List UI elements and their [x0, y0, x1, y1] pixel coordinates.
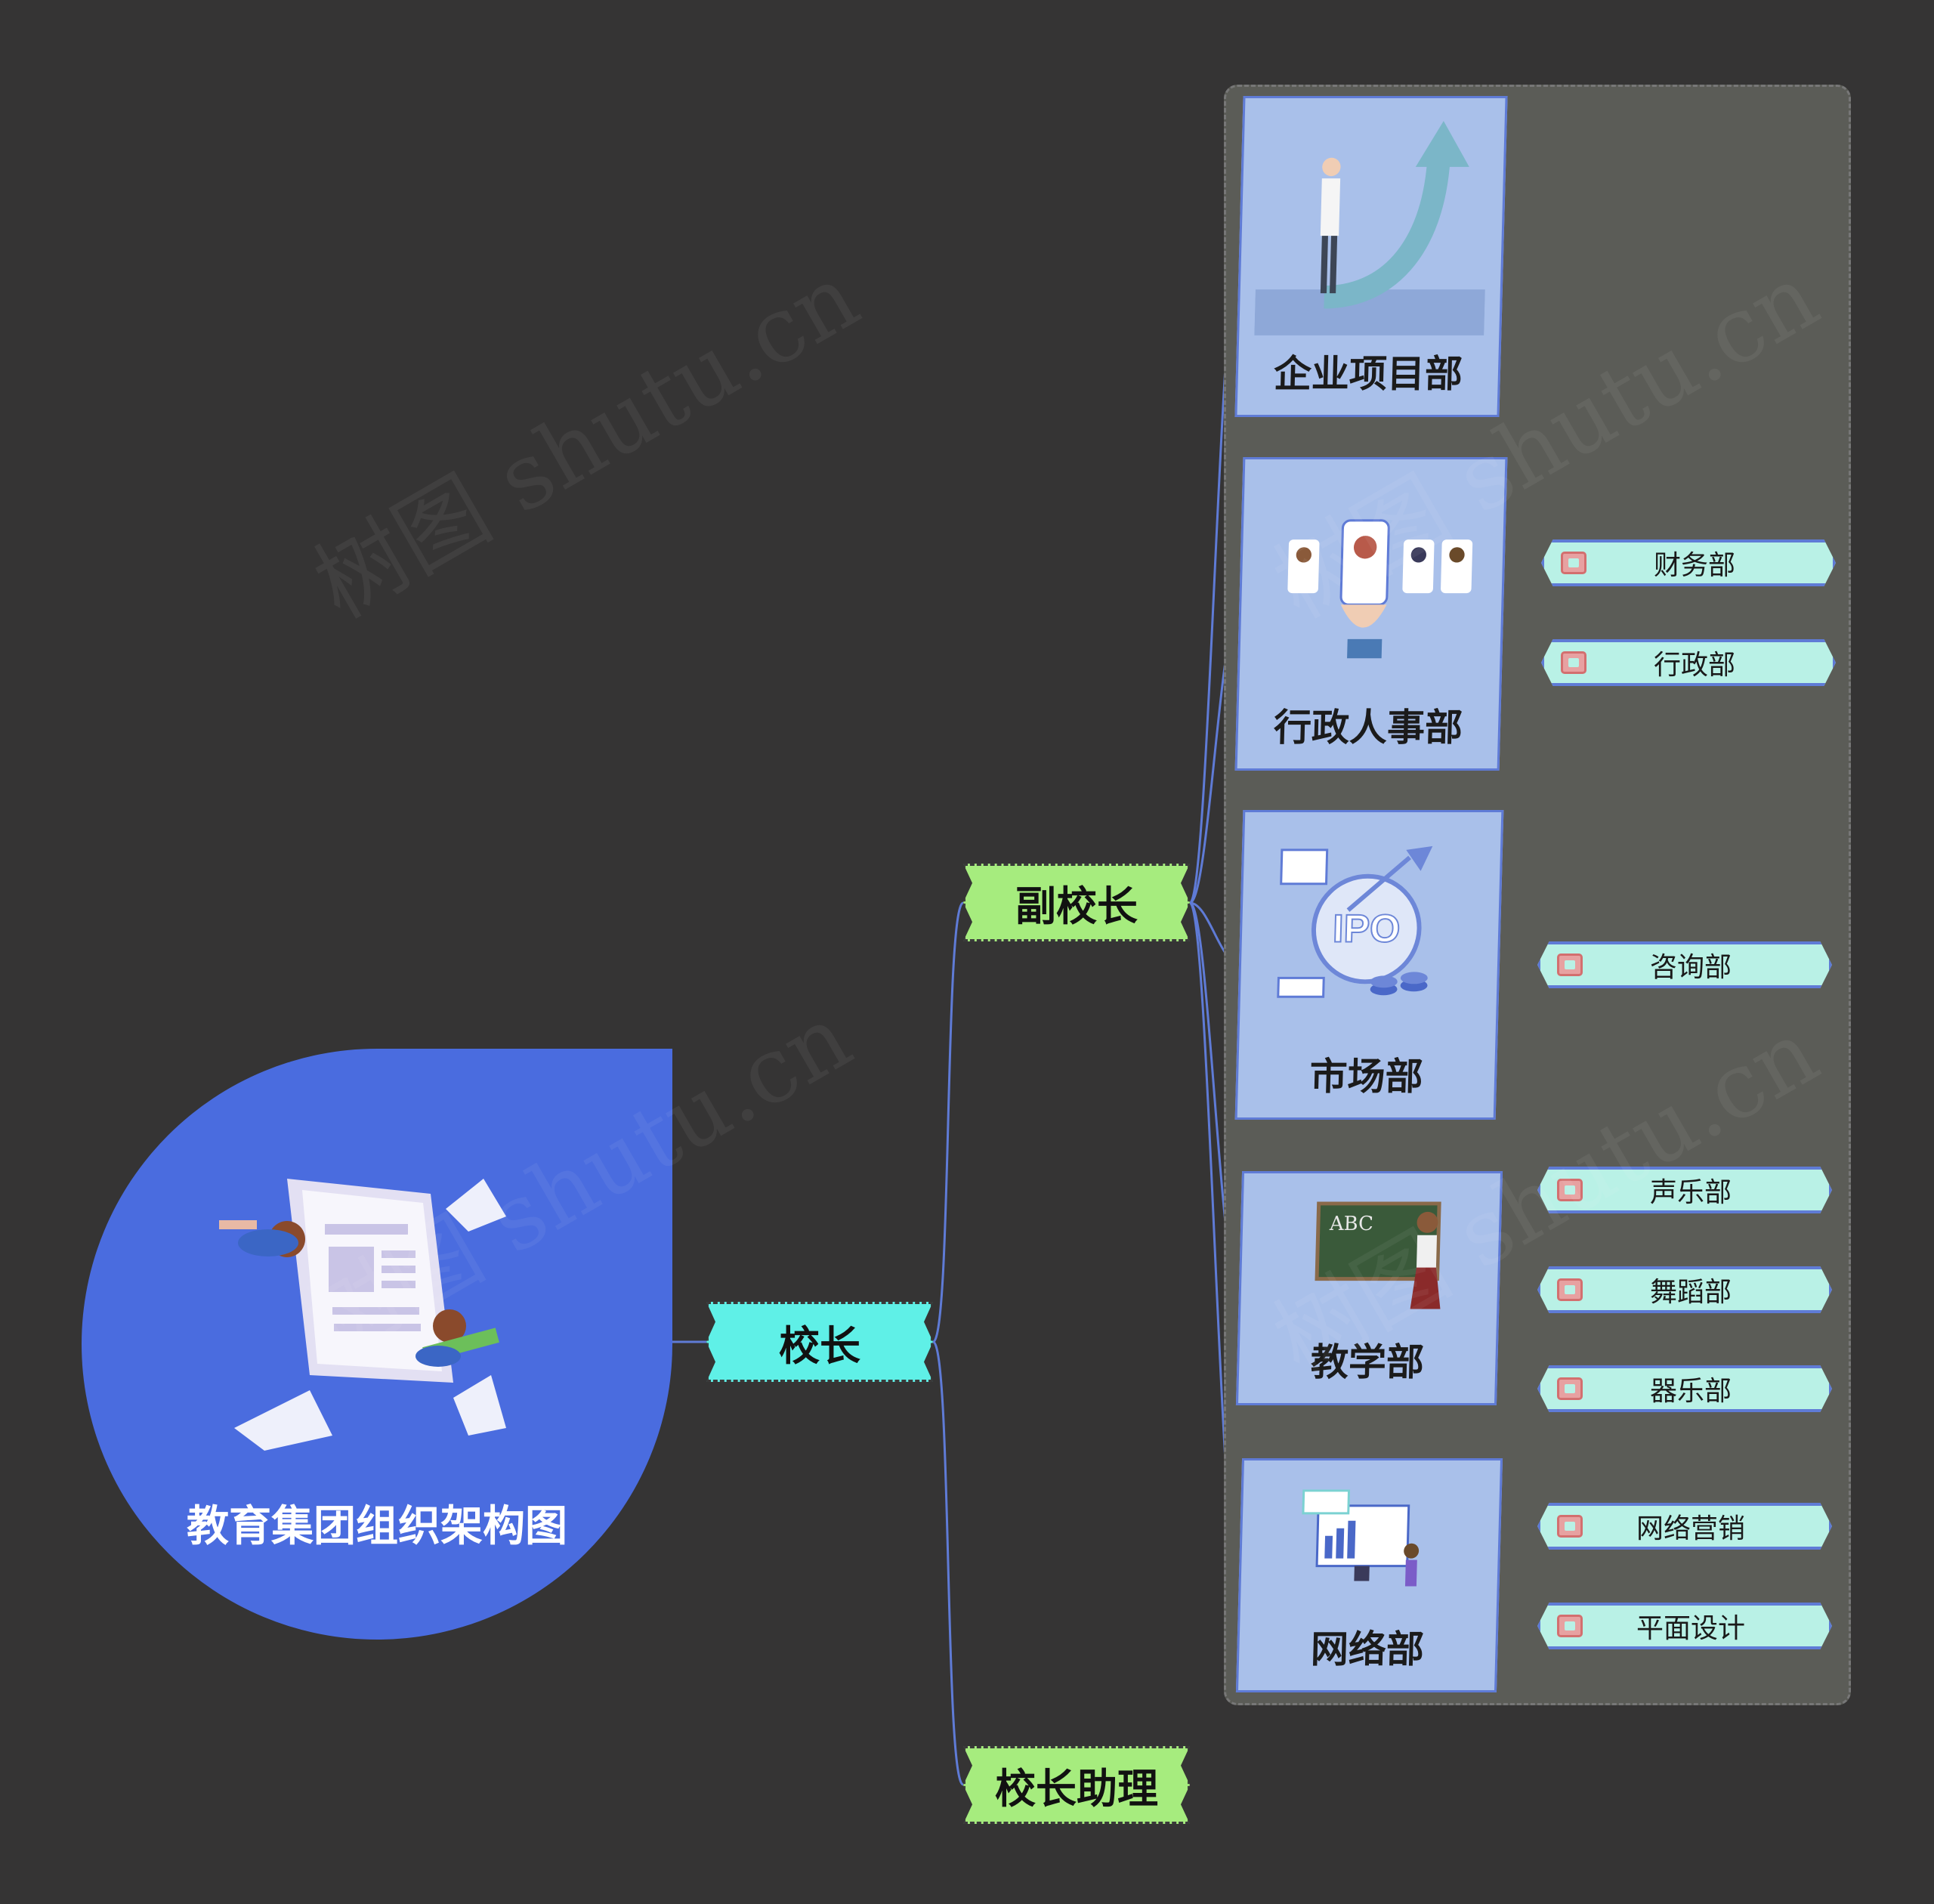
principal-node[interactable]: 校长 [706, 1302, 933, 1382]
note-icon [1561, 651, 1586, 674]
assistant-principal-node[interactable]: 校长助理 [963, 1746, 1190, 1824]
dept-card-admin-hr[interactable]: 行政人事部 [1234, 457, 1508, 771]
note-icon [1557, 1278, 1583, 1301]
note-icon [1557, 954, 1583, 976]
business-growth-icon [1254, 121, 1485, 335]
sub-node-graphic-design[interactable]: 平面设计 [1537, 1603, 1832, 1649]
hr-profiles-icon [1287, 519, 1473, 659]
ipo-finance-icon: IPO [1277, 845, 1433, 998]
dept-title: 网络部 [1310, 1627, 1425, 1671]
note-icon [1557, 1377, 1583, 1400]
dept-title: 企业项目部 [1273, 352, 1463, 396]
sub-node-administration[interactable]: 行政部 [1541, 639, 1836, 686]
teacher-blackboard-icon: ABC [1315, 1201, 1441, 1309]
blackboard-text: ABC [1329, 1213, 1374, 1235]
sub-node-finance[interactable]: 财务部 [1541, 539, 1836, 586]
dept-title: 教学部 [1310, 1340, 1425, 1384]
sub-node-instrumental[interactable]: 器乐部 [1537, 1365, 1832, 1412]
dept-card-teaching[interactable]: ABC 教学部 [1235, 1171, 1503, 1405]
vice-principal-node[interactable]: 副校长 [963, 864, 1190, 941]
dept-card-marketing[interactable]: IPO 市场部 [1234, 810, 1504, 1120]
ipo-label: IPO [1332, 907, 1401, 950]
dept-card-enterprise-projects[interactable]: 企业项目部 [1234, 96, 1508, 417]
reading-kids-illustration [219, 1179, 506, 1451]
note-icon [1557, 1515, 1583, 1538]
sub-node-vocal[interactable]: 声乐部 [1537, 1167, 1832, 1213]
note-icon [1557, 1179, 1583, 1201]
dept-title: 行政人事部 [1273, 706, 1463, 750]
note-icon [1561, 552, 1586, 574]
sub-node-dance[interactable]: 舞蹈部 [1537, 1266, 1832, 1313]
dept-title: 市场部 [1308, 1055, 1424, 1099]
note-icon [1557, 1615, 1583, 1637]
sub-node-online-marketing[interactable]: 网络营销 [1537, 1503, 1832, 1550]
network-dashboard-icon [1302, 1489, 1420, 1587]
sub-node-consulting[interactable]: 咨询部 [1537, 941, 1832, 988]
dept-card-network[interactable]: 网络部 [1235, 1458, 1503, 1692]
root-title: 教育集团组织架构图 [187, 1502, 567, 1551]
